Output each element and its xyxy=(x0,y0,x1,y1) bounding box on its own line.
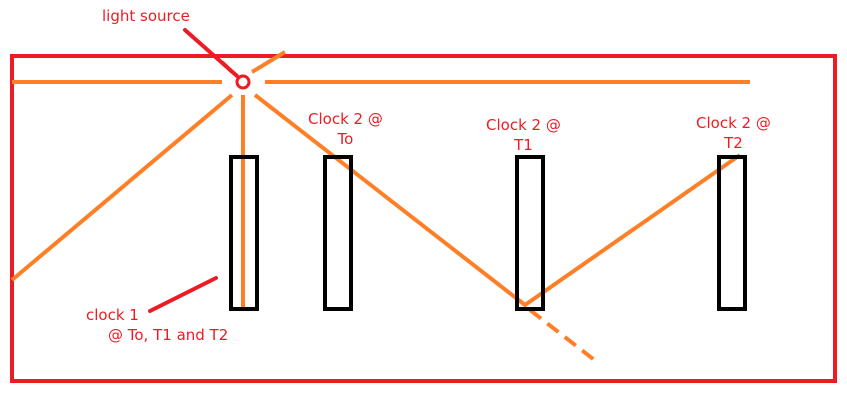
light-ray-down-left xyxy=(10,93,234,282)
light-source-label: light source xyxy=(102,7,190,25)
clock-2-t2 xyxy=(717,155,747,311)
light-path-moving-clock xyxy=(253,93,742,308)
clock-2-t0 xyxy=(323,155,353,311)
clock-1 xyxy=(229,155,259,311)
clock2-t0-label: Clock 2 @ To xyxy=(308,109,383,149)
label-line: To xyxy=(337,130,354,148)
label-line: Clock 2 @ xyxy=(308,110,383,128)
clock1-label: clock 1 @ To, T1 and T2 xyxy=(86,305,228,345)
light-ray-up-right xyxy=(250,50,287,74)
clock-2-t1 xyxy=(515,155,545,311)
label-line: T2 xyxy=(724,134,743,152)
light-path-dashed xyxy=(528,308,599,364)
light-source-icon xyxy=(235,74,251,90)
label-line: @ To, T1 and T2 xyxy=(108,326,229,344)
label-line: Clock 2 @ xyxy=(696,114,771,132)
clock2-t2-label: Clock 2 @ T2 xyxy=(696,113,771,153)
label-line: T1 xyxy=(514,136,533,154)
outer-frame xyxy=(10,54,837,383)
light-source-pointer xyxy=(183,28,239,78)
label-line: clock 1 xyxy=(86,306,139,324)
label-line: Clock 2 @ xyxy=(486,116,561,134)
clock2-t1-label: Clock 2 @ T1 xyxy=(486,115,561,155)
clock1-pointer xyxy=(148,276,218,313)
